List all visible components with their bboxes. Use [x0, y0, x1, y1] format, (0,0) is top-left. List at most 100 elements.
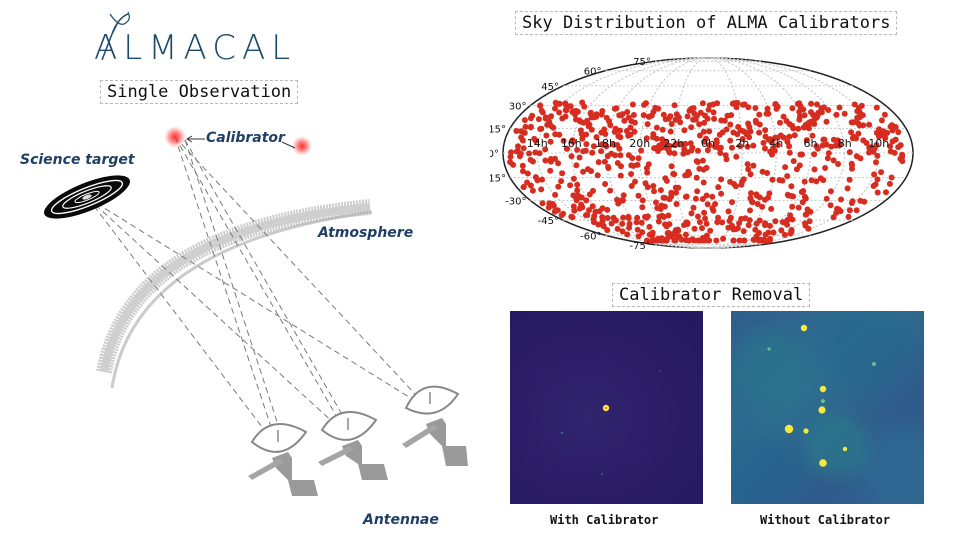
- calibrator-point: [743, 131, 750, 138]
- calibrator-point: [532, 137, 539, 144]
- calibrator-point: [620, 192, 627, 199]
- calibrator-point: [802, 124, 809, 131]
- calibrator-point: [807, 118, 814, 125]
- calibrator-point: [548, 113, 555, 120]
- calibrator-point: [671, 150, 678, 157]
- ra-tick-label: 18h: [595, 137, 616, 150]
- calibrator-point: [806, 218, 813, 225]
- dec-tick-labels: 75°60°45°30°15°0°-15°-30°-45°-60°-75°: [490, 57, 651, 252]
- calibrator-point: [809, 132, 816, 139]
- calibrator-point: [555, 160, 562, 167]
- calibrator-point: [694, 188, 701, 195]
- calibrator-point: [883, 189, 889, 196]
- calibrator-point: [510, 161, 517, 168]
- calibrator-point: [627, 124, 634, 131]
- calibrator-point: [799, 199, 806, 206]
- sky-distribution-title: Sky Distribution of ALMA Calibrators: [515, 11, 898, 35]
- calibrator-point: [801, 193, 808, 200]
- calibrator-point: [712, 143, 719, 150]
- calibrator-point: [853, 153, 860, 160]
- calibrator-point: [741, 237, 748, 244]
- calibrator-point: [833, 111, 840, 118]
- galaxy-icon: [44, 175, 130, 219]
- dec-tick-label: 15°: [490, 124, 506, 135]
- calibrator-point: [681, 127, 688, 134]
- calibrator-point: [871, 171, 878, 178]
- calibrator-point: [686, 107, 693, 114]
- calibrator-point: [769, 176, 776, 183]
- calibrator-point: [799, 151, 805, 158]
- calibrator-point: [625, 215, 632, 222]
- calibrator-point: [608, 220, 615, 227]
- calibrator-point: [814, 145, 821, 152]
- calibrator-point: [764, 105, 771, 112]
- calibrator-point: [766, 222, 773, 229]
- calibrator-point: [720, 235, 727, 242]
- calibrator-point: [744, 161, 751, 168]
- calibrator-point: [704, 201, 711, 208]
- calibrator-point: [827, 202, 834, 209]
- dec-tick-label: 30°: [509, 102, 527, 113]
- calibrator-source-icon: [164, 126, 186, 148]
- calibrator-point: [668, 163, 675, 170]
- calibrator-point: [659, 212, 665, 219]
- calibrator-point: [552, 105, 558, 112]
- calibrator-point: [546, 118, 553, 125]
- calibrator-point: [696, 121, 703, 128]
- calibrator-point: [520, 145, 527, 152]
- calibrator-point: [873, 104, 880, 111]
- calibrator-point: [530, 158, 536, 165]
- calibrator-point: [882, 135, 889, 141]
- calibrator-point: [621, 117, 628, 124]
- calibrator-point: [770, 229, 777, 236]
- calibrator-point: [589, 203, 596, 210]
- calibrator-point: [646, 223, 653, 230]
- calibrator-point: [820, 104, 827, 111]
- calibrator-point: [668, 121, 675, 127]
- calibrator-point: [706, 142, 713, 149]
- calibrator-point: [604, 153, 611, 160]
- calibrator-point: [677, 141, 684, 148]
- ra-tick-label: 22h: [663, 137, 684, 150]
- without-calibrator-label: Without Calibrator: [760, 513, 891, 527]
- calibrator-point: [863, 140, 870, 146]
- calibrator-removal-title: Calibrator Removal: [612, 283, 811, 307]
- calibrator-source-icon: [292, 136, 312, 156]
- calibrator-point: [745, 222, 752, 229]
- calibrator-point: [710, 109, 717, 116]
- calibrator-point: [653, 199, 659, 206]
- calibrator-point: [556, 100, 563, 107]
- dec-tick-label: -60°: [580, 231, 601, 242]
- calibrator-point: [654, 205, 661, 211]
- calibrator-point: [772, 134, 779, 141]
- calibrator-point: [663, 177, 670, 184]
- calibrator-point: [830, 157, 837, 164]
- calibrator-point: [584, 212, 591, 219]
- logo-text: ALMACAL: [94, 28, 297, 68]
- calibrator-point: [690, 204, 697, 211]
- calibrator-point: [835, 161, 842, 167]
- with-calibrator-plot: [560, 370, 661, 475]
- ra-tick-label: 4h: [769, 137, 783, 150]
- logo-swirl-icon: [101, 11, 130, 61]
- calibrator-point: [718, 117, 725, 124]
- calibrator-point: [714, 100, 721, 107]
- calibrator-point: [808, 177, 815, 184]
- calibrator-point: [756, 129, 763, 136]
- calibrator-point: [651, 145, 658, 152]
- calibrator-point: [895, 129, 902, 136]
- calibrator-point: [693, 158, 700, 165]
- calibrator-point: [717, 144, 724, 151]
- calibrator-point: [699, 157, 706, 164]
- calibrator-point: [588, 168, 595, 175]
- calibrator-point: [811, 166, 818, 173]
- calibrator-point: [718, 190, 725, 197]
- calibrator-point: [615, 200, 622, 207]
- calibrator-point: [866, 121, 873, 128]
- calibrator-point: [874, 152, 881, 159]
- calibrator-point: [719, 129, 726, 136]
- calibrator-point: [632, 178, 638, 185]
- calibrator-point: [709, 193, 716, 200]
- calibrator-point: [725, 208, 732, 215]
- calibrator-point: [587, 109, 594, 116]
